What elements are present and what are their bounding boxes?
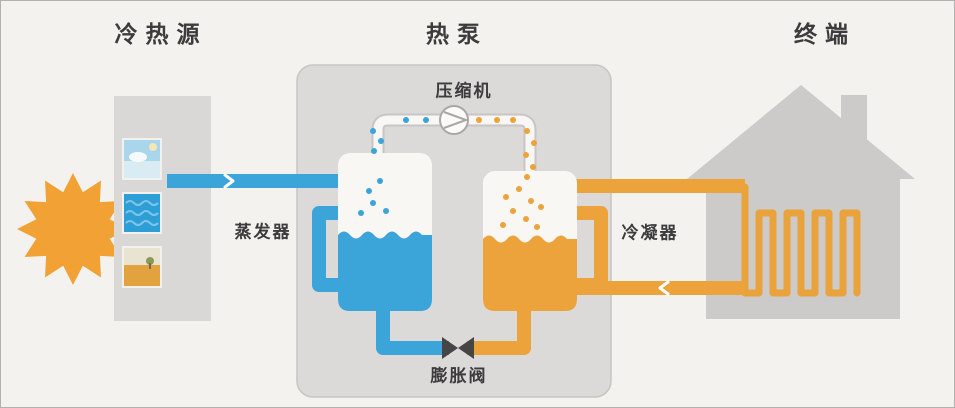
label-compressor: 压缩机	[435, 81, 493, 101]
cold-vapor-bubbles	[358, 117, 429, 216]
ground-tile-icon	[122, 246, 162, 288]
evaporator-tank	[338, 153, 432, 311]
refrigerant-cold-line	[376, 301, 449, 355]
flow-arrow-right-icon	[223, 173, 235, 189]
title-terminal: 终端	[794, 21, 856, 47]
refrigerant-hot-line	[467, 301, 531, 355]
label-condenser: 冷凝器	[621, 223, 679, 243]
flow-arrow-left-icon	[658, 280, 670, 296]
condenser-tank	[483, 171, 577, 311]
title-source: 冷热源	[114, 21, 208, 47]
title-pump: 热泵	[426, 21, 488, 47]
label-expansion-valve: 膨胀阀	[430, 366, 488, 386]
sun-icon	[17, 173, 129, 285]
sky-tile-icon	[122, 138, 162, 180]
water-tile-icon	[122, 192, 162, 234]
hot-vapor-bubbles	[476, 117, 544, 230]
radiator-coil	[741, 183, 861, 297]
expansion-valve-icon	[442, 337, 474, 359]
cold-loop-coil	[312, 206, 351, 292]
label-evaporator: 蒸发器	[234, 222, 292, 242]
compressor-icon	[439, 105, 469, 135]
